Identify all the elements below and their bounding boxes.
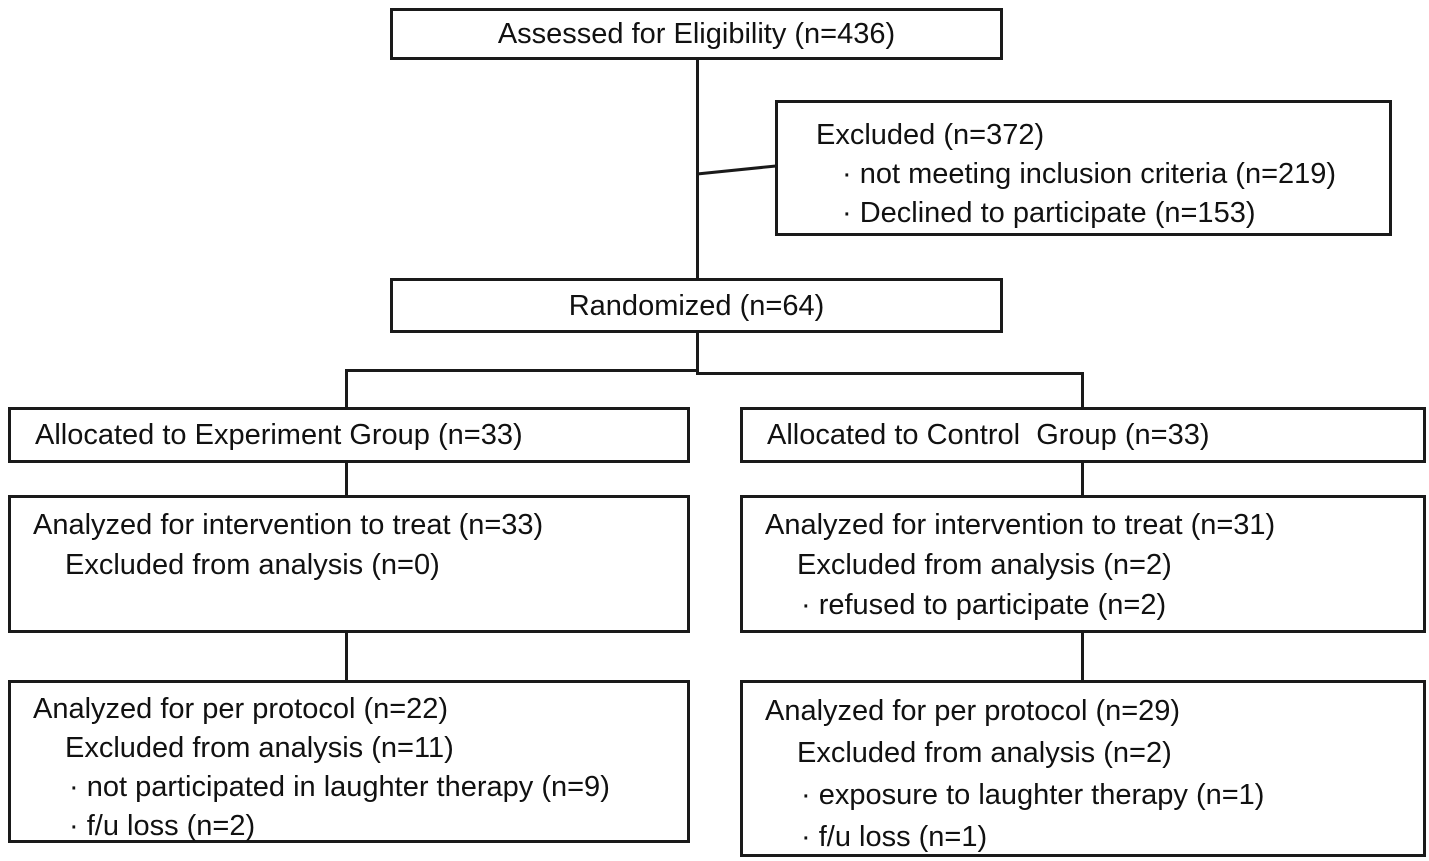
pp-control-reason-fu-loss: · f/u loss (n=1) bbox=[801, 821, 988, 853]
box-analyzed-itt-experiment: Analyzed for intervention to treat (n=33… bbox=[8, 495, 690, 633]
box-excluded: Excluded (n=372) · not meeting inclusion… bbox=[775, 100, 1392, 236]
allocated-control-text: Allocated to Control Group (n=33) bbox=[767, 419, 1210, 451]
itt-experiment-excluded: Excluded from analysis (n=0) bbox=[65, 549, 440, 581]
box-assessed-for-eligibility: Assessed for Eligibility (n=436) bbox=[390, 8, 1003, 60]
randomized-text: Randomized (n=64) bbox=[568, 289, 825, 322]
excluded-reason-declined: · Declined to participate (n=153) bbox=[842, 197, 1256, 229]
box-per-protocol-control: Analyzed for per protocol (n=29) Exclude… bbox=[740, 680, 1426, 857]
pp-experiment-title: Analyzed for per protocol (n=22) bbox=[33, 693, 449, 725]
itt-control-reason-refused: · refused to participate (n=2) bbox=[801, 589, 1167, 621]
pp-control-reason-exposure: · exposure to laughter therapy (n=1) bbox=[801, 779, 1265, 811]
box-randomized: Randomized (n=64) bbox=[390, 278, 1003, 333]
excluded-reason-inclusion-criteria: · not meeting inclusion criteria (n=219) bbox=[842, 158, 1337, 190]
pp-experiment-excluded: Excluded from analysis (n=11) bbox=[65, 732, 454, 764]
allocated-experiment-text: Allocated to Experiment Group (n=33) bbox=[35, 419, 523, 451]
itt-control-title: Analyzed for intervention to treat (n=31… bbox=[765, 509, 1276, 541]
box-analyzed-itt-control: Analyzed for intervention to treat (n=31… bbox=[740, 495, 1426, 633]
itt-experiment-title: Analyzed for intervention to treat (n=33… bbox=[33, 509, 544, 541]
pp-experiment-reason-not-participated: · not participated in laughter therapy (… bbox=[69, 771, 610, 803]
excluded-title: Excluded (n=372) bbox=[816, 119, 1045, 151]
box-allocated-experiment: Allocated to Experiment Group (n=33) bbox=[8, 407, 690, 463]
box-allocated-control: Allocated to Control Group (n=33) bbox=[740, 407, 1426, 463]
itt-control-excluded: Excluded from analysis (n=2) bbox=[797, 549, 1172, 581]
pp-control-title: Analyzed for per protocol (n=29) bbox=[765, 695, 1181, 727]
pp-control-excluded: Excluded from analysis (n=2) bbox=[797, 737, 1172, 769]
pp-experiment-reason-fu-loss: · f/u loss (n=2) bbox=[69, 810, 256, 842]
assessed-text: Assessed for Eligibility (n=436) bbox=[497, 18, 896, 50]
connector-to-excluded bbox=[696, 164, 777, 176]
box-per-protocol-experiment: Analyzed for per protocol (n=22) Exclude… bbox=[8, 680, 690, 843]
